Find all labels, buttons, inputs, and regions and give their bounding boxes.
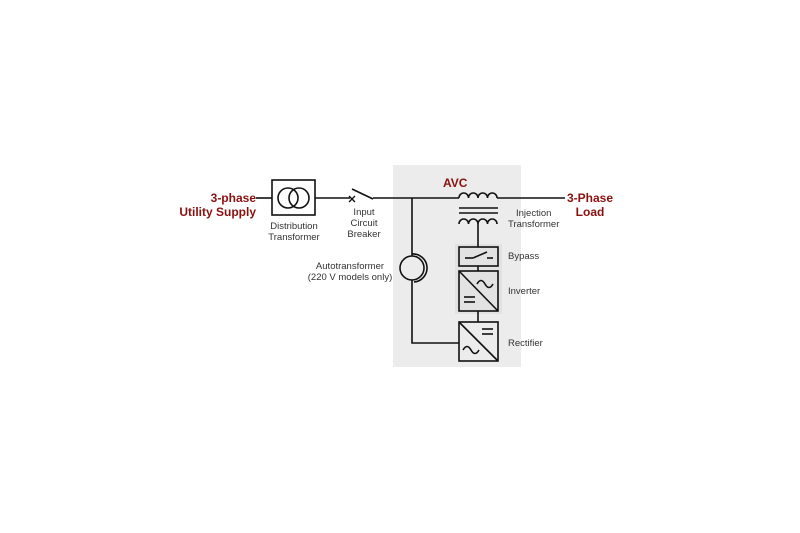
injection-transformer-label: Injection Transformer — [508, 208, 559, 230]
utility-supply-line1: 3-phase — [210, 191, 256, 205]
bypass-inverter-backdrop — [455, 244, 502, 314]
distribution-transformer-label: Distribution Transformer — [268, 221, 319, 243]
utility-supply-label: 3-phase Utility Supply — [179, 191, 256, 219]
ib-line2: Circuit — [350, 218, 378, 229]
at-line1: Autotransformer — [315, 261, 385, 272]
utility-supply-line2: Utility Supply — [179, 205, 256, 219]
load-label: 3-Phase Load — [567, 191, 613, 219]
load-line1: 3-Phase — [566, 191, 614, 205]
it-line1: Injection — [516, 208, 552, 219]
input-breaker-label: Input Circuit Breaker — [347, 207, 380, 240]
at-line2: (220 V models only) — [307, 272, 393, 283]
dt-line2: Transformer — [268, 232, 320, 243]
it-line2: Transformer — [508, 219, 560, 230]
ib-line3: Breaker — [347, 229, 381, 240]
avc-title: AVC — [443, 176, 468, 190]
input-breaker-symbol — [348, 188, 374, 203]
bypass-label: Bypass — [508, 251, 540, 262]
dt-line1: Distribution — [270, 221, 318, 232]
autotransformer-label: Autotransformer (220 V models only) — [308, 261, 392, 283]
rectifier-label: Rectifier — [508, 338, 543, 349]
inverter-label: Inverter — [508, 286, 541, 297]
distribution-transformer-symbol — [271, 179, 316, 216]
rectifier-symbol — [458, 321, 499, 362]
load-line2: Load — [575, 205, 605, 219]
ib-line1: Input — [353, 207, 375, 218]
